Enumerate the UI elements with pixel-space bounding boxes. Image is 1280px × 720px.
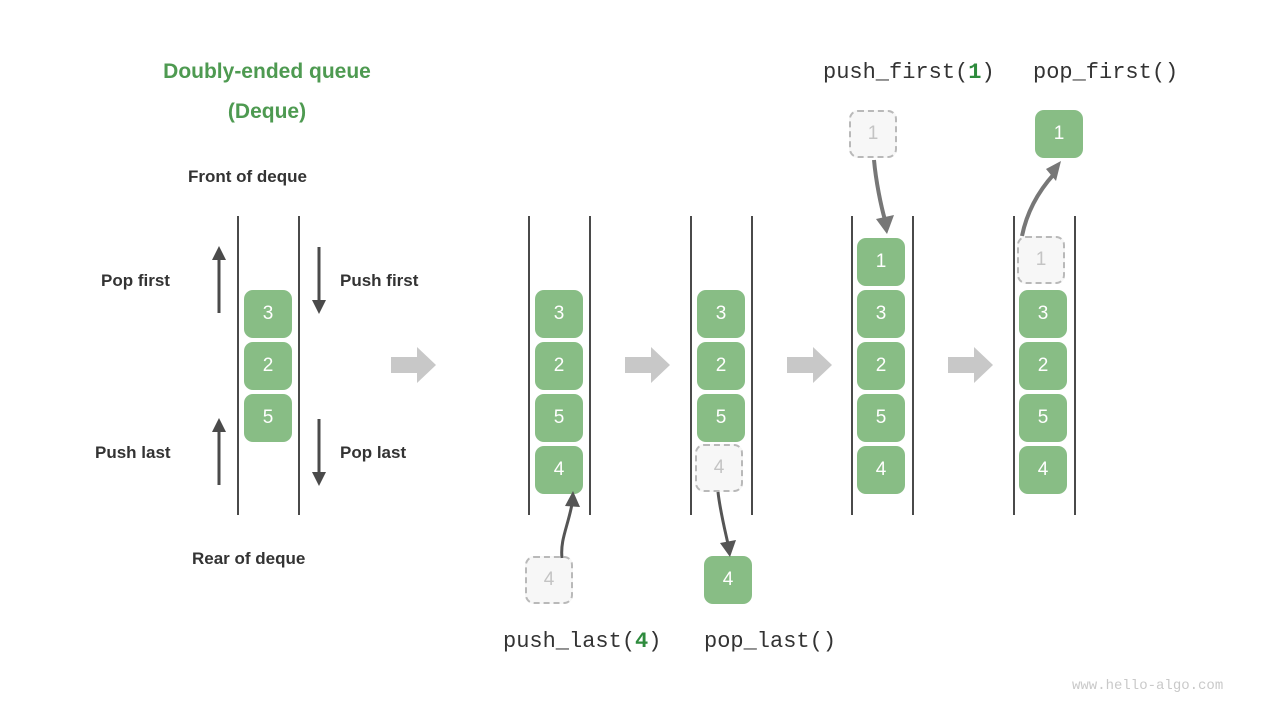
deque-item: 3 — [535, 290, 583, 338]
deque-external-item-ghost: 1 — [849, 110, 897, 158]
deque-item-new: 4 — [535, 446, 583, 494]
deque-item: 5 — [1019, 394, 1067, 442]
push-last-operation-label: push_last(4) — [503, 629, 661, 654]
push-first-operation-label: push_first(1) — [823, 60, 995, 85]
flow-arrow-icon — [391, 347, 436, 383]
column-after-pop-last-rail-right — [751, 216, 753, 515]
deque-item: 5 — [535, 394, 583, 442]
push-first-arrow-icon — [312, 247, 326, 314]
pop-first-operation-label: pop_first() — [1033, 60, 1178, 85]
pop-first-label: Pop first — [101, 271, 170, 290]
deque-external-item-ghost: 4 — [525, 556, 573, 604]
front-of-deque-label: Front of deque — [188, 167, 307, 186]
deque-item: 5 — [244, 394, 292, 442]
deque-item: 2 — [244, 342, 292, 390]
push-first-transfer-arrow-icon — [872, 159, 894, 234]
pop-last-arrow-icon — [312, 419, 326, 486]
deque-external-item: 4 — [704, 556, 752, 604]
watermark: www.hello-algo.com — [1072, 678, 1224, 694]
push-first-operation-arg: 1 — [968, 60, 982, 85]
pop-first-transfer-arrow-icon — [1020, 161, 1061, 237]
pop-first-operation-name: pop_first() — [1033, 60, 1179, 85]
deque-item: 2 — [535, 342, 583, 390]
deque-item: 4 — [1019, 446, 1067, 494]
push-last-arrow-icon — [212, 418, 226, 485]
deque-item: 2 — [697, 342, 745, 390]
deque-item: 2 — [857, 342, 905, 390]
push-last-transfer-arrow-icon — [560, 491, 580, 559]
deque-item: 3 — [857, 290, 905, 338]
deque-item: 3 — [697, 290, 745, 338]
push-last-operation-close: ) — [648, 629, 662, 654]
column-after-push-first-rail-left — [851, 216, 853, 515]
push-first-operation-name: push_first( — [823, 60, 969, 85]
deque-item: 5 — [857, 394, 905, 442]
deque-item: 5 — [697, 394, 745, 442]
push-last-operation-name: push_last( — [503, 629, 636, 654]
push-last-operation-arg: 4 — [635, 629, 649, 654]
pop-first-arrow-icon — [212, 246, 226, 313]
push-last-label: Push last — [95, 443, 171, 462]
page-title-line1: Doubly-ended queue — [163, 60, 371, 83]
column-initial-rail-right — [298, 216, 300, 515]
deque-item: 3 — [244, 290, 292, 338]
flow-arrow-icon — [625, 347, 670, 383]
column-after-pop-first-rail-right — [1074, 216, 1076, 515]
deque-item-new: 1 — [857, 238, 905, 286]
column-after-push-first-rail-right — [912, 216, 914, 515]
column-after-pop-last-rail-left — [690, 216, 692, 515]
push-first-label: Push first — [340, 271, 419, 290]
rear-of-deque-label: Rear of deque — [192, 549, 306, 568]
deque-item-removed-ghost: 4 — [695, 444, 743, 492]
deque-external-item: 1 — [1035, 110, 1083, 158]
pop-last-label: Pop last — [340, 443, 407, 462]
pop-last-operation-label: pop_last() — [704, 629, 836, 654]
pop-last-transfer-arrow-icon — [716, 491, 736, 557]
column-after-push-last-rail-right — [589, 216, 591, 515]
deque-item: 2 — [1019, 342, 1067, 390]
column-after-push-last-rail-left — [528, 216, 530, 515]
page-title-line2: (Deque) — [227, 100, 307, 123]
column-after-pop-first-rail-left — [1013, 216, 1015, 515]
flow-arrow-icon — [948, 347, 993, 383]
column-initial-rail-left — [237, 216, 239, 515]
deque-item: 3 — [1019, 290, 1067, 338]
pop-last-operation-name: pop_last() — [704, 629, 837, 654]
push-first-operation-close: ) — [981, 60, 995, 85]
deque-item-removed-ghost: 1 — [1017, 236, 1065, 284]
deque-item: 4 — [857, 446, 905, 494]
flow-arrow-icon — [787, 347, 832, 383]
